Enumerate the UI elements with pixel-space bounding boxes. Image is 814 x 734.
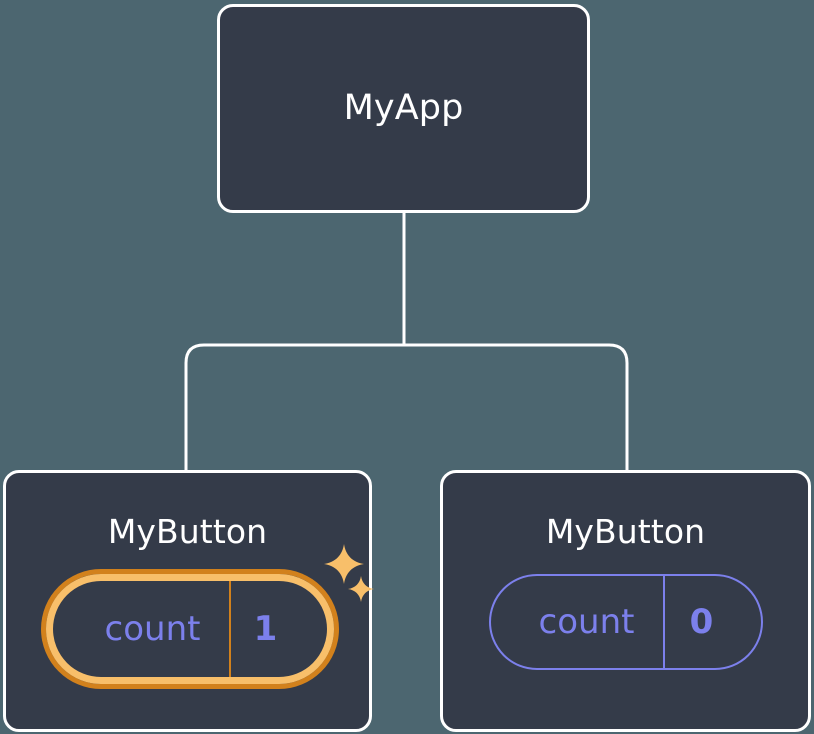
state-pill-wrapper: count 0 (488, 574, 763, 670)
sparkle-group (322, 544, 382, 620)
state-value: 0 (689, 602, 714, 642)
state-pill-divider (228, 581, 231, 677)
node-mybutton-right[interactable]: MyButton count 0 (440, 470, 811, 732)
connector-branch-right (404, 343, 629, 470)
state-pill-wrapper: count 1 (42, 544, 374, 684)
node-title: MyButton (545, 512, 706, 551)
node-mybutton-left[interactable]: MyButton count 1 (3, 470, 374, 732)
state-key: count (104, 609, 201, 649)
sparkle-icon (347, 576, 374, 602)
state-pill[interactable]: count 0 (488, 574, 763, 670)
state-pill-divider (662, 576, 665, 668)
state-value: 1 (253, 609, 278, 649)
sparkle-icon (323, 544, 364, 584)
connector-branch-left (184, 343, 404, 470)
state-key: count (538, 602, 635, 642)
state-pill-highlighted[interactable]: count 1 (45, 574, 334, 684)
node-title: MyApp (343, 88, 464, 128)
node-myapp[interactable]: MyApp (217, 4, 590, 213)
node-title: MyButton (107, 512, 268, 551)
